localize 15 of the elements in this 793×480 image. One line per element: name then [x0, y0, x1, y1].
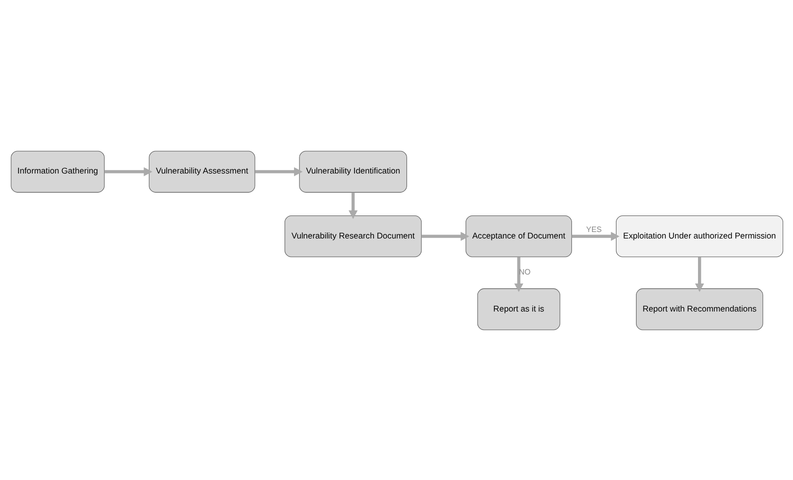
- node-box: Report with Recommendations: [636, 288, 763, 330]
- node-box: Vulnerability Identification: [298, 150, 407, 192]
- node-box: Vulnerability Assessment: [148, 150, 255, 192]
- arrow: [348, 192, 358, 218]
- node-box: Exploitation Under authorized Permission: [615, 215, 783, 257]
- arrow: [694, 256, 704, 292]
- arrow: [254, 166, 302, 176]
- arrow: [420, 231, 469, 240]
- node-box: Acceptance of Document: [465, 215, 572, 257]
- arrow: [104, 166, 152, 176]
- node-box: Report as it is: [476, 288, 560, 330]
- node-box: Vulnerability Research Document: [284, 215, 422, 257]
- arrow: [514, 256, 523, 292]
- node-box: Information Gathering: [10, 150, 104, 192]
- arrow: [571, 231, 619, 240]
